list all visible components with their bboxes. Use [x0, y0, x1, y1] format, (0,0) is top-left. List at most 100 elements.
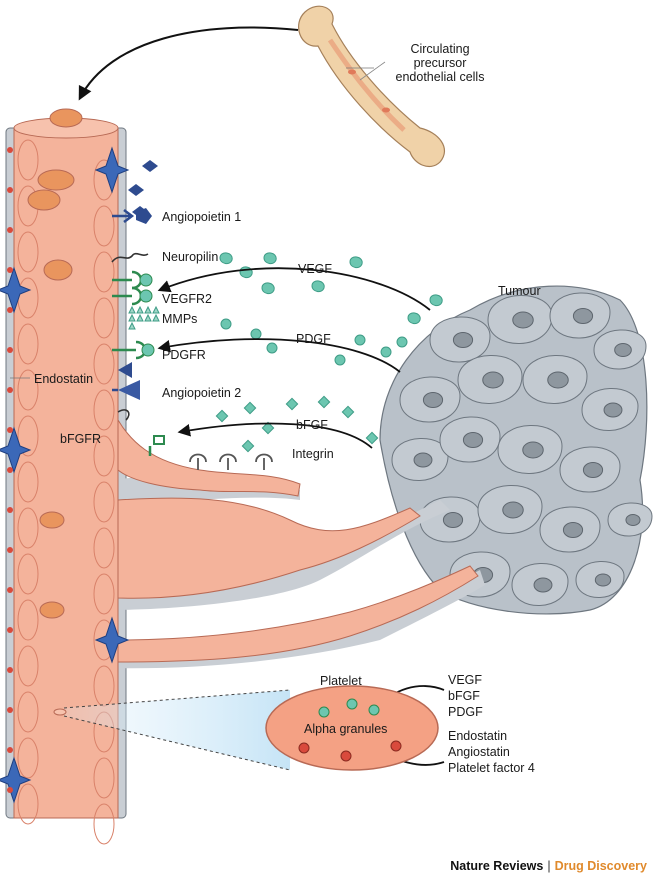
endothelial-cell: [17, 415, 39, 457]
label-platelet: Platelet: [320, 674, 362, 688]
mmp-molecule: [152, 305, 160, 314]
pdgf-molecule: [334, 354, 346, 366]
endothelial-cell: [17, 461, 39, 503]
label-integrin: Integrin: [292, 447, 334, 461]
endothelial-cell: [17, 645, 39, 687]
precursor-cell: [27, 189, 61, 211]
journal-credit: Nature Reviews|Drug Discovery: [450, 859, 647, 873]
tumour-nucleus: [594, 573, 612, 587]
label-circulating-line3: endothelial cells: [395, 70, 485, 84]
pdgf-molecule: [266, 342, 278, 354]
angiopoietin-molecule: [128, 184, 144, 196]
label-vegf: VEGF: [298, 262, 333, 276]
endothelial-cell: [93, 251, 115, 293]
precursor-cell: [43, 259, 73, 281]
endothelial-cell: [93, 803, 115, 845]
endothelial-cell: [93, 435, 115, 477]
pericyte-icon: [94, 616, 130, 664]
tumour-nucleus: [547, 371, 569, 389]
platelet-factors-bottom: Endostatin Angiostatin Platelet factor 4: [448, 728, 535, 776]
endothelial-cell: [93, 389, 115, 431]
endostatin-dot: [7, 547, 13, 553]
label-bfgfr: bFGFR: [60, 432, 101, 446]
bfgf-molecule: [261, 421, 275, 435]
tumour-nucleus: [442, 512, 464, 528]
pericyte-icon: [0, 266, 32, 314]
tumour-nucleus: [422, 392, 444, 408]
tumour-nucleus: [614, 343, 632, 357]
label-circulating-precursor: Circulating precursor endothelial cells: [380, 42, 500, 84]
label-circulating-line1: Circulating: [410, 42, 470, 56]
platelet-factors-top: VEGF bFGF PDGF: [448, 672, 483, 720]
bfgf-molecule: [317, 395, 331, 409]
factor-bfgf: bFGF: [448, 689, 480, 703]
tumour-nucleus: [533, 577, 553, 593]
vegf-molecule: [349, 256, 363, 269]
mmp-molecule: [128, 313, 136, 322]
vegf-arrow: [157, 267, 431, 311]
endothelial-cell: [93, 757, 115, 799]
endostatin-dot: [7, 227, 13, 233]
vegf-molecule: [429, 294, 443, 307]
tumour-nucleus: [502, 501, 524, 519]
endostatin-dot: [7, 387, 13, 393]
circulating-precursor-cell: [49, 108, 83, 128]
tumour-nucleus: [452, 332, 474, 348]
tumour-nucleus: [522, 441, 544, 459]
label-vegfr2: VEGFR2: [162, 292, 213, 306]
label-circulating-line2: precursor: [413, 56, 467, 70]
bfgf-molecule: [241, 439, 255, 453]
journal-section: Drug Discovery: [554, 859, 647, 873]
tumour-nucleus: [413, 452, 433, 468]
pdgf-molecule: [396, 336, 408, 348]
label-pdgf: PDGF: [296, 332, 331, 346]
pdgf-arrow: [157, 338, 401, 373]
vegf-molecule: [407, 312, 421, 325]
precursor-arrow: [78, 26, 299, 101]
mmp-molecule: [128, 321, 136, 330]
endostatin-dot: [7, 587, 13, 593]
precursor-cell: [39, 511, 65, 529]
endostatin-dot: [7, 627, 13, 633]
endothelial-cell: [17, 369, 39, 411]
pdgf-molecule: [380, 346, 392, 358]
tumour-nucleus: [625, 514, 641, 526]
endostatin-dot: [7, 347, 13, 353]
endostatin-dot: [7, 147, 13, 153]
vegf-molecule: [261, 282, 275, 295]
endostatin-dot: [7, 507, 13, 513]
bfgf-arrow: [177, 422, 373, 449]
bfgf-molecule: [243, 401, 257, 415]
precursor-cell: [39, 601, 65, 619]
vegf-molecule: [219, 252, 233, 265]
label-angiopoietin2: Angiopoietin 2: [162, 386, 242, 400]
vegf-molecule: [311, 280, 325, 293]
receptor-icon: [111, 208, 273, 470]
endothelial-cell: [93, 205, 115, 247]
endothelial-cell: [17, 737, 39, 779]
factor-vegf: VEGF: [448, 673, 483, 687]
factor-platelet-factor-4: Platelet factor 4: [448, 761, 535, 775]
platelet-zoom: [53, 689, 291, 771]
mmp-molecule: [128, 305, 136, 314]
precursor-cell: [37, 169, 75, 191]
label-bfgf: bFGF: [296, 418, 328, 432]
journal-name: Nature Reviews: [450, 859, 544, 873]
endostatin-dot: [7, 667, 13, 673]
factor-endostatin: Endostatin: [448, 729, 508, 743]
mmp-molecule: [136, 313, 144, 322]
pericyte-icon: [0, 756, 32, 804]
endostatin-dot: [7, 307, 13, 313]
bfgf-molecule: [285, 397, 299, 411]
pdgf-molecule: [220, 318, 232, 330]
pdgf-molecule: [354, 334, 366, 346]
endothelial-cell: [93, 297, 115, 339]
mmp-molecule: [144, 305, 152, 314]
bfgf-molecule: [341, 405, 355, 419]
endothelial-cell: [93, 481, 115, 523]
tumour-nucleus: [462, 432, 484, 448]
label-endostatin: Endostatin: [34, 372, 94, 386]
label-mmps: MMPs: [162, 312, 198, 326]
endothelial-cell: [17, 553, 39, 595]
